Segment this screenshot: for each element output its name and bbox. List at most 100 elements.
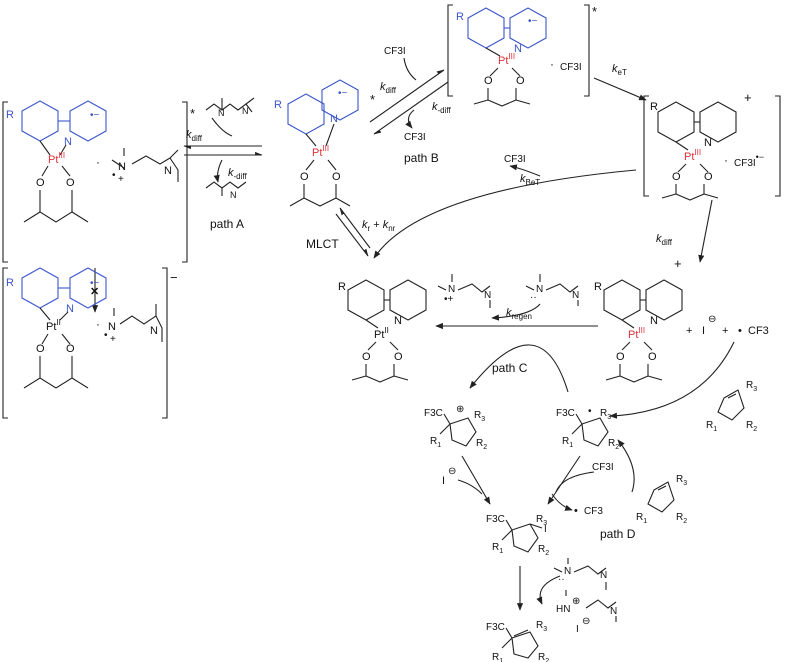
svg-text:··: ·· bbox=[558, 574, 565, 585]
svg-text:N: N bbox=[572, 290, 579, 301]
complex-ground-state-ptii: R N PtII O O bbox=[338, 279, 427, 383]
pyridine-ring bbox=[69, 100, 107, 142]
path-b-label: path B bbox=[404, 151, 439, 165]
svg-text:kr + knr: kr + knr bbox=[362, 219, 396, 233]
release-curve bbox=[213, 159, 223, 183]
cf3-addition-arrow bbox=[609, 341, 735, 419]
svg-text:PtIII: PtIII bbox=[312, 144, 329, 159]
svg-text:CF3: CF3 bbox=[584, 506, 603, 517]
svg-text:··: ·· bbox=[530, 292, 537, 303]
svg-text:+: + bbox=[110, 334, 116, 345]
svg-text:•: • bbox=[104, 330, 108, 341]
blocked-reduction: ✕ bbox=[90, 268, 99, 313]
nitrogen-atom: N bbox=[64, 136, 72, 148]
svg-text:kregen: kregen bbox=[506, 307, 532, 321]
svg-text:•: • bbox=[112, 170, 116, 181]
svg-text:+: + bbox=[118, 174, 124, 185]
svg-text:N: N bbox=[650, 315, 658, 327]
svg-text:N: N bbox=[704, 137, 712, 149]
reagent-curve bbox=[211, 117, 233, 137]
phenyl-ring bbox=[21, 100, 59, 142]
svg-text:•: • bbox=[588, 406, 592, 417]
svg-text:R1: R1 bbox=[492, 542, 503, 555]
svg-text:O: O bbox=[394, 351, 403, 363]
svg-text:I: I bbox=[442, 475, 445, 487]
svg-text:+: + bbox=[722, 325, 728, 337]
svg-text:R3: R3 bbox=[536, 514, 547, 527]
svg-text:N: N bbox=[230, 190, 237, 200]
svg-text:+: + bbox=[674, 256, 682, 271]
svg-text:CF3I: CF3I bbox=[592, 462, 614, 473]
svg-text:•: • bbox=[574, 505, 578, 517]
svg-text:O: O bbox=[616, 351, 625, 363]
svg-text:⊕: ⊕ bbox=[456, 404, 464, 415]
acac-ring bbox=[23, 190, 89, 223]
svg-text:−: − bbox=[170, 270, 178, 285]
svg-text:R3: R3 bbox=[474, 410, 485, 423]
svg-text:PtII: PtII bbox=[374, 326, 389, 341]
platinum-atom: PtIII bbox=[48, 151, 65, 166]
svg-text:R2: R2 bbox=[538, 544, 549, 557]
svg-text:R3: R3 bbox=[746, 380, 757, 393]
svg-text:N: N bbox=[514, 43, 522, 55]
svg-text:HN: HN bbox=[556, 604, 570, 615]
svg-text:R1: R1 bbox=[562, 436, 573, 449]
svg-text:CF3I: CF3I bbox=[384, 46, 406, 57]
svg-text:CF3I: CF3I bbox=[504, 154, 526, 165]
svg-text:R: R bbox=[6, 277, 14, 289]
svg-text:PtIII: PtIII bbox=[684, 148, 701, 163]
equilibrium-path-a: N N kdiff k-diff N path A bbox=[183, 97, 263, 231]
svg-text:·: · bbox=[550, 57, 554, 71]
svg-text:·: · bbox=[724, 153, 728, 167]
ligand-radical-anion: •− bbox=[90, 110, 100, 121]
back-electron-transfer: CF3I kBeT bbox=[373, 154, 637, 259]
svg-text:·: · bbox=[96, 317, 100, 331]
svg-text:R2: R2 bbox=[476, 438, 487, 451]
svg-text:CF3I•−: CF3I•− bbox=[734, 152, 764, 169]
svg-text:R3: R3 bbox=[676, 474, 687, 487]
iodide-attack: I ⊖ bbox=[442, 455, 491, 505]
svg-text:N: N bbox=[108, 321, 116, 333]
complex-excited-center: * R N •− PtIII O O bbox=[274, 79, 375, 207]
path-d-cycle: CF3I • CF3 path D bbox=[547, 439, 636, 541]
path-a-label: path A bbox=[210, 217, 244, 231]
svg-text:O: O bbox=[300, 171, 309, 183]
bracket bbox=[2, 267, 168, 419]
svg-text:R: R bbox=[456, 11, 464, 23]
svg-text:O: O bbox=[332, 171, 341, 183]
svg-text:F3C: F3C bbox=[486, 622, 505, 633]
tmeda-released bbox=[205, 181, 247, 196]
svg-text:R1: R1 bbox=[492, 652, 503, 662]
svg-text:kBeT: kBeT bbox=[520, 173, 540, 187]
svg-text:R: R bbox=[274, 99, 282, 111]
svg-text:N: N bbox=[66, 303, 74, 315]
equilibrium-path-b: CF3I kdiff k-diff CF3I path B bbox=[369, 46, 451, 165]
complex-excited-amine-encounter: * R N •− PtIII O O · N • + N bbox=[2, 100, 195, 263]
svg-text:R3: R3 bbox=[536, 620, 547, 633]
cross-mark: ✕ bbox=[90, 286, 99, 298]
svg-text:R: R bbox=[650, 101, 658, 113]
svg-text:⊖: ⊖ bbox=[708, 314, 716, 325]
svg-text:kdiff: kdiff bbox=[380, 81, 397, 95]
svg-text:•−: •− bbox=[90, 278, 100, 289]
svg-text:N: N bbox=[610, 606, 617, 617]
svg-text:*: * bbox=[370, 92, 375, 107]
svg-text:N: N bbox=[484, 290, 491, 301]
platinum-ii: PtII bbox=[46, 318, 61, 333]
svg-text:O: O bbox=[648, 351, 657, 363]
oxygen-1: O bbox=[36, 177, 45, 189]
svg-text:•−: •− bbox=[528, 16, 538, 27]
electron-transfer-step: keT bbox=[593, 63, 647, 101]
svg-text:O: O bbox=[672, 171, 681, 183]
bracket bbox=[2, 101, 188, 263]
oxygen-2: O bbox=[66, 177, 75, 189]
svg-text:O: O bbox=[36, 343, 45, 355]
svg-text:O: O bbox=[66, 343, 75, 355]
svg-text:O: O bbox=[362, 351, 371, 363]
svg-text:R1: R1 bbox=[706, 420, 717, 433]
svg-text:O: O bbox=[704, 171, 713, 183]
svg-text:N: N bbox=[242, 106, 249, 116]
svg-text:CF3: CF3 bbox=[748, 325, 769, 337]
svg-text:I: I bbox=[544, 524, 547, 535]
